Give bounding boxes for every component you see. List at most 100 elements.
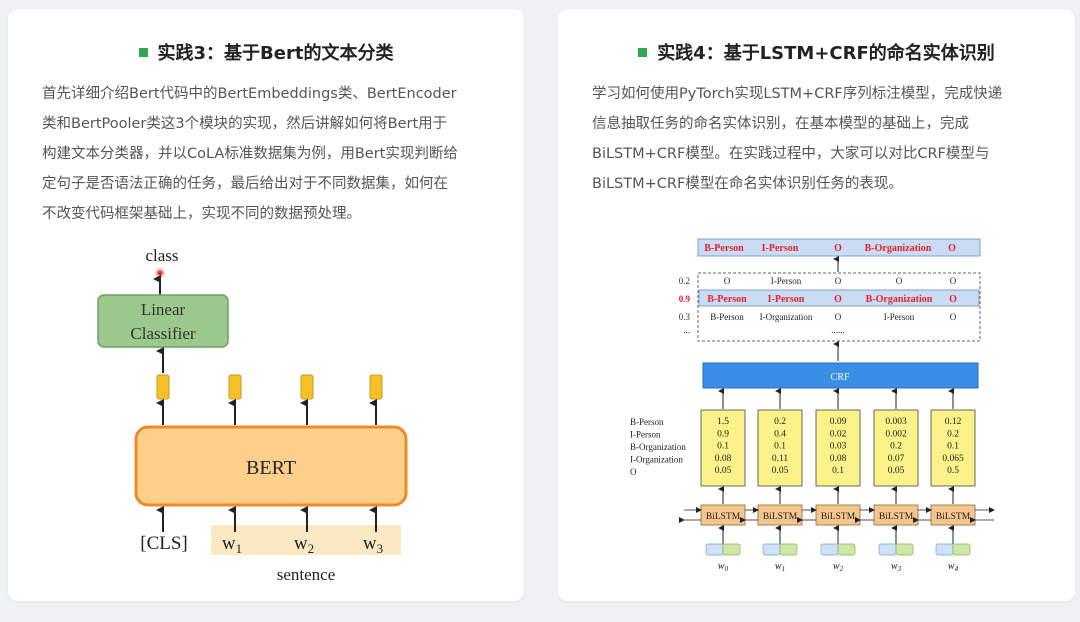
emission-score: 0.08 — [715, 454, 732, 464]
embedding-cell — [837, 543, 856, 556]
emission-score: 0.2 — [890, 442, 902, 452]
class-dot — [157, 270, 163, 276]
bilstm-label: BiLSTM — [763, 512, 798, 522]
output-tag-label: O — [834, 243, 842, 254]
embedding-cell — [820, 543, 839, 556]
best-path-bar — [698, 289, 980, 307]
card-title: 实践4：基于LSTM+CRF的命名实体识别 — [558, 39, 1075, 65]
output-tag-label: B-Person — [704, 243, 744, 254]
emission-score: 0.07 — [888, 454, 905, 464]
candidate-tag: O — [896, 276, 903, 286]
emission-score: 0.05 — [888, 466, 905, 476]
emission-score: 0.2 — [774, 417, 786, 427]
input-word: w2 — [833, 561, 844, 573]
candidate-tag: ...... — [831, 325, 845, 335]
classifier-line1: Linear — [141, 300, 186, 319]
emission-score: 0.1 — [947, 442, 959, 452]
embedding-cell — [722, 543, 741, 556]
path-score: 0.3 — [679, 312, 691, 322]
emission-score: 0.12 — [945, 417, 962, 427]
input-word: w0 — [718, 561, 729, 573]
candidate-tag: O — [950, 276, 957, 286]
lstm-crf-card: 实践4：基于LSTM+CRF的命名实体识别 学习如何使用PyTorch实现LST… — [558, 9, 1075, 601]
tag-legend-label: B-Organization — [630, 442, 686, 452]
emission-score: 0.1 — [774, 442, 786, 452]
output-token — [228, 374, 242, 400]
bert-box — [134, 425, 408, 507]
word-token-2: w2 — [294, 533, 314, 556]
path-score: ... — [683, 325, 690, 335]
card-description: 首先详细介绍Bert代码中的BertEmbeddings类、BertEncode… — [42, 86, 458, 222]
emission-score: 0.02 — [830, 429, 847, 439]
embedding-cell — [895, 543, 914, 556]
emission-score-box — [930, 409, 976, 487]
bilstm-label: BiLSTM — [706, 512, 741, 522]
candidate-box — [697, 272, 981, 342]
candidate-tag: O — [950, 312, 957, 322]
path-score: 0.9 — [679, 294, 691, 304]
embedding-cell — [878, 543, 897, 556]
tag-legend-label: I-Person — [630, 430, 661, 440]
emission-score-box — [815, 409, 861, 487]
candidate-tag: B-Person — [707, 294, 747, 305]
emission-score: 1.5 — [717, 417, 729, 427]
emission-score: 0.003 — [885, 417, 907, 427]
card-description: 学习如何使用PyTorch实现LSTM+CRF序列标注模型，完成快递 信息抽取任… — [592, 86, 1003, 192]
output-tag-label: I-Person — [762, 243, 799, 254]
input-word: w1 — [775, 561, 785, 573]
output-tag-label: B-Organization — [865, 243, 932, 254]
candidate-tag: I-Person — [771, 276, 802, 286]
embedding-cell — [762, 543, 781, 556]
candidate-tag: B-Organization — [866, 294, 933, 305]
emission-score: 0.11 — [772, 454, 789, 464]
tag-legend-label: B-Person — [630, 417, 664, 427]
output-tag-label: O — [948, 243, 956, 254]
bilstm-label: BiLSTM — [879, 512, 914, 522]
candidate-tag: I-Organization — [760, 312, 813, 322]
bert-diagram: class Linear Classifier BERT [CLS] w1 — [97, 246, 408, 584]
candidate-tag: O — [835, 276, 842, 286]
input-word: w4 — [948, 561, 959, 573]
output-token — [300, 374, 314, 400]
input-word: w3 — [891, 561, 902, 573]
cls-token-label: [CLS] — [140, 533, 188, 554]
candidate-tag: O — [835, 312, 842, 322]
emission-score: 0.03 — [830, 442, 847, 452]
candidate-tag: B-Person — [710, 312, 744, 322]
candidate-tag: O — [724, 276, 731, 286]
top-label-bar — [697, 238, 981, 257]
bilstm-label: BiLSTM — [821, 512, 856, 522]
candidate-tag: I-Person — [768, 294, 805, 305]
emission-score: 0.09 — [830, 417, 847, 427]
emission-score: 0.05 — [772, 466, 789, 476]
word-token-1: w1 — [222, 533, 242, 556]
emission-score: 0.05 — [715, 466, 732, 476]
classifier-line2: Classifier — [130, 324, 195, 343]
emission-score: 0.1 — [832, 466, 844, 476]
tag-legend-label: I-Organization — [630, 455, 683, 465]
emission-score: 0.065 — [942, 454, 964, 464]
green-bullet-icon — [638, 48, 648, 57]
candidate-tag: I-Person — [884, 312, 915, 322]
crf-layer — [702, 362, 979, 389]
embedding-cell — [935, 543, 954, 556]
emission-score: 0.9 — [717, 429, 729, 439]
emission-score: 0.08 — [830, 454, 847, 464]
green-bullet-icon — [138, 48, 148, 57]
tag-legend-label: O — [630, 467, 637, 477]
class-label: class — [145, 246, 178, 265]
sentence-label: sentence — [277, 565, 336, 584]
output-token — [369, 374, 383, 400]
bert-label: BERT — [246, 457, 296, 479]
emission-score: 0.002 — [885, 429, 907, 439]
candidate-tag: O — [949, 294, 957, 305]
word-token-3: w3 — [363, 533, 383, 556]
card-title: 实践3：基于Bert的文本分类 — [8, 39, 524, 65]
embedding-cell — [779, 543, 798, 556]
path-score: 0.2 — [679, 276, 690, 286]
bert-card: 实践3：基于Bert的文本分类 首先详细介绍Bert代码中的BertEmbedd… — [8, 9, 524, 601]
bilstm-label: BiLSTM — [936, 512, 971, 522]
emission-score: 0.5 — [947, 466, 959, 476]
emission-score: 0.2 — [947, 429, 959, 439]
emission-score-box — [873, 409, 919, 487]
